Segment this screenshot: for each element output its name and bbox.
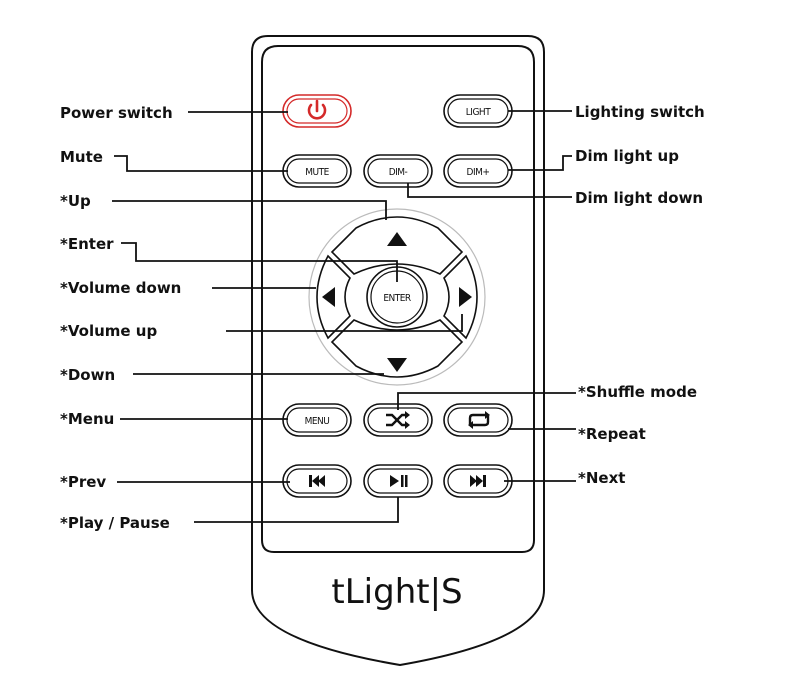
callout-up: *Up bbox=[60, 192, 91, 210]
left-callouts: Power switch Mute *Up *Enter *Volume dow… bbox=[60, 104, 181, 532]
repeat-icon bbox=[468, 411, 490, 429]
menu-button-label: MENU bbox=[305, 416, 330, 427]
triangle-down-icon bbox=[387, 358, 407, 372]
leader-dim-up bbox=[508, 155, 572, 171]
leader-volume-up bbox=[226, 314, 463, 332]
callout-enter: *Enter bbox=[60, 235, 114, 253]
enter-button[interactable]: ENTER bbox=[366, 266, 428, 328]
dim-plus-button-label: DIM+ bbox=[467, 167, 490, 178]
brand-logo: tLight|S bbox=[331, 572, 462, 612]
callout-next: *Next bbox=[578, 469, 625, 487]
right-callouts: Lighting switch Dim light up Dim light d… bbox=[575, 103, 705, 487]
skip-previous-icon bbox=[309, 475, 325, 487]
skip-next-icon bbox=[470, 475, 486, 487]
dpad: ENTER bbox=[308, 208, 486, 386]
triangle-left-icon bbox=[322, 287, 335, 307]
repeat-button[interactable] bbox=[443, 403, 513, 437]
menu-button[interactable]: MENU bbox=[282, 403, 352, 437]
leader-shuffle bbox=[397, 392, 576, 410]
leader-play-pause bbox=[194, 497, 399, 523]
leader-mute bbox=[114, 155, 288, 172]
dpad-left-button[interactable] bbox=[316, 254, 351, 340]
power-icon bbox=[307, 99, 327, 120]
callout-power-switch: Power switch bbox=[60, 104, 173, 122]
buttons: LIGHT MUTE DIM- DIM+ MENU bbox=[282, 94, 513, 498]
prev-button[interactable] bbox=[282, 464, 352, 498]
callout-play-pause: *Play / Pause bbox=[60, 514, 170, 532]
leader-up bbox=[112, 200, 387, 220]
leader-lines bbox=[112, 110, 576, 523]
leader-dim-down bbox=[407, 183, 572, 198]
shuffle-icon bbox=[386, 411, 410, 429]
dpad-down-button[interactable] bbox=[330, 319, 464, 378]
callout-dim-light-up: Dim light up bbox=[575, 147, 679, 165]
callout-repeat: *Repeat bbox=[578, 425, 646, 443]
play-pause-icon bbox=[390, 475, 408, 487]
callout-shuffle-mode: *Shuffle mode bbox=[578, 383, 697, 401]
callout-mute: Mute bbox=[60, 148, 103, 166]
power-button[interactable] bbox=[282, 94, 352, 128]
play-pause-button[interactable] bbox=[363, 464, 433, 498]
dim-plus-button[interactable]: DIM+ bbox=[443, 154, 513, 188]
next-button[interactable] bbox=[443, 464, 513, 498]
callout-lighting-switch: Lighting switch bbox=[575, 103, 705, 121]
triangle-up-icon bbox=[387, 232, 407, 246]
callout-down: *Down bbox=[60, 366, 115, 384]
dim-minus-button-label: DIM- bbox=[389, 167, 408, 178]
remote-face-panel bbox=[261, 45, 535, 553]
mute-button[interactable]: MUTE bbox=[282, 154, 352, 188]
enter-button-label: ENTER bbox=[383, 293, 411, 304]
callout-menu: *Menu bbox=[60, 410, 114, 428]
dpad-up-button[interactable] bbox=[330, 216, 464, 275]
callout-volume-up: *Volume up bbox=[60, 322, 157, 340]
callout-dim-light-down: Dim light down bbox=[575, 189, 703, 207]
remote-outline bbox=[251, 35, 545, 667]
remote-body bbox=[251, 35, 545, 667]
triangle-right-icon bbox=[459, 287, 472, 307]
dim-minus-button[interactable]: DIM- bbox=[363, 154, 433, 188]
callout-prev: *Prev bbox=[60, 473, 106, 491]
callout-volume-down: *Volume down bbox=[60, 279, 181, 297]
leader-enter bbox=[121, 242, 398, 282]
light-button[interactable]: LIGHT bbox=[443, 94, 513, 128]
mute-button-label: MUTE bbox=[305, 167, 329, 178]
light-button-label: LIGHT bbox=[466, 107, 491, 118]
dpad-right-button[interactable] bbox=[443, 254, 478, 340]
